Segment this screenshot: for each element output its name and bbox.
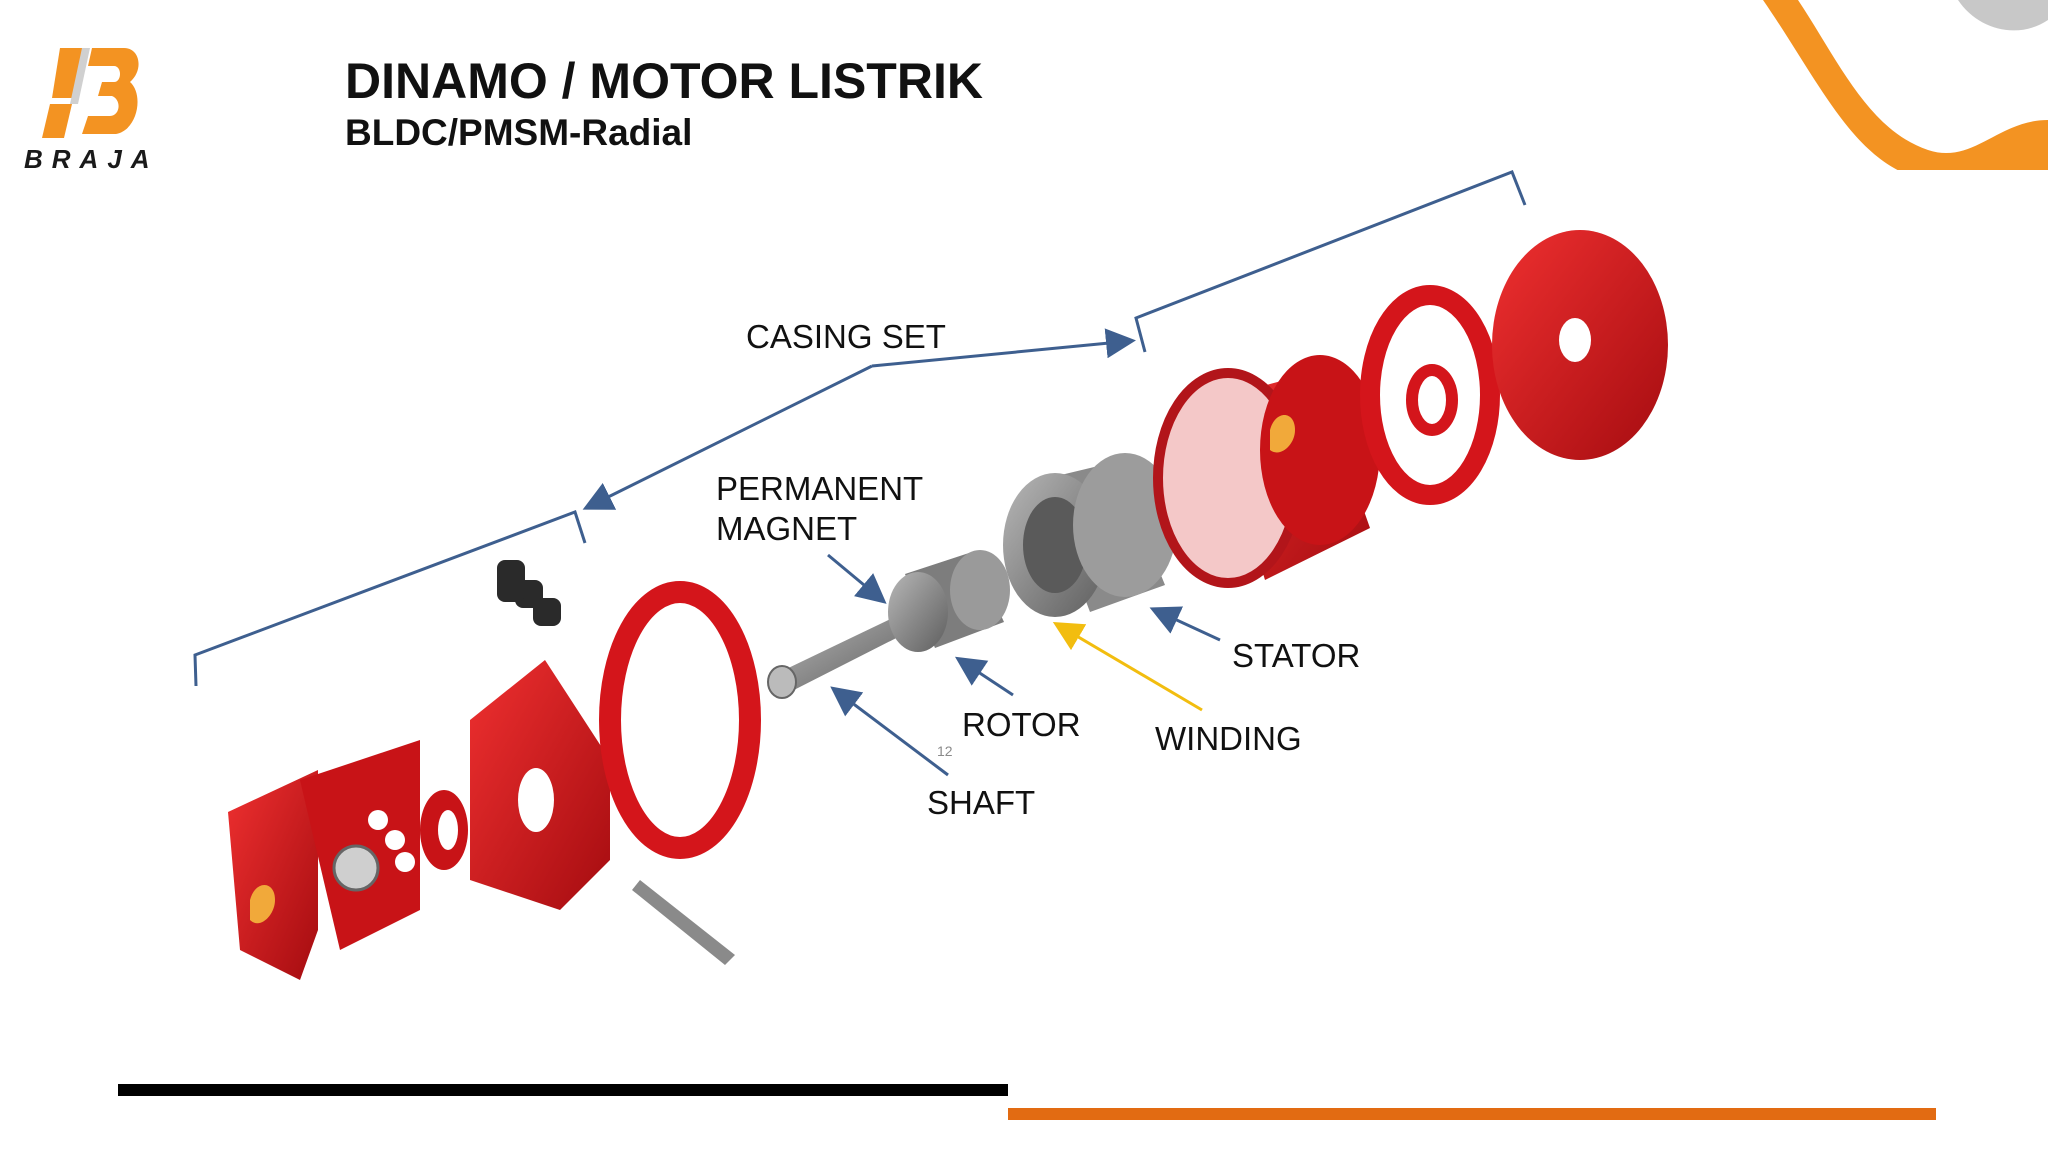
end-cap-part	[228, 740, 420, 980]
rotor-label: ROTOR	[962, 706, 1081, 743]
right-casing-bracket	[1134, 170, 1527, 353]
casing-set-arrow-left	[582, 364, 873, 510]
braja-logo-icon	[42, 48, 139, 138]
permanent-magnet-label-line1: PERMANENT	[716, 470, 924, 507]
permanent-magnet-label-line2: MAGNET	[716, 510, 858, 547]
casing-set-arrow-right	[871, 328, 1136, 368]
winding-arrow	[1052, 621, 1203, 712]
left-casing-bracket	[193, 510, 587, 687]
stator-arrow	[1149, 606, 1221, 642]
page-subtitle: BLDC/PMSM-Radial	[345, 112, 693, 153]
stator-label: STATOR	[1232, 637, 1361, 674]
footer-bar-orange	[1008, 1108, 1936, 1120]
corner-decoration	[1763, 0, 2048, 170]
left-ring-part	[599, 581, 761, 859]
permanent-magnet-arrow	[827, 553, 887, 604]
page-title: DINAMO / MOTOR LISTRIK	[345, 53, 983, 109]
stator-part	[1003, 453, 1177, 617]
footer-bar-black	[118, 1084, 1008, 1096]
winding-label: WINDING	[1155, 720, 1302, 757]
right-end-plate-part	[1492, 230, 1668, 460]
left-end-plate-part	[470, 660, 610, 910]
bolts-part	[497, 560, 561, 626]
key-strip-part	[632, 880, 735, 965]
logo-wordmark: BRAJA	[24, 144, 159, 174]
shaft-part	[767, 612, 912, 699]
housing-cylinder-part	[1153, 355, 1380, 588]
casing-set-label: CASING SET	[746, 318, 946, 355]
seal-ring-part	[420, 790, 468, 870]
rotor-part	[888, 550, 1010, 652]
shaft-arrow	[830, 686, 949, 777]
rotor-arrow	[954, 656, 1014, 697]
shaft-label: SHAFT	[927, 784, 1036, 821]
right-ring-part	[1360, 285, 1500, 505]
page-number: 12	[937, 743, 953, 759]
